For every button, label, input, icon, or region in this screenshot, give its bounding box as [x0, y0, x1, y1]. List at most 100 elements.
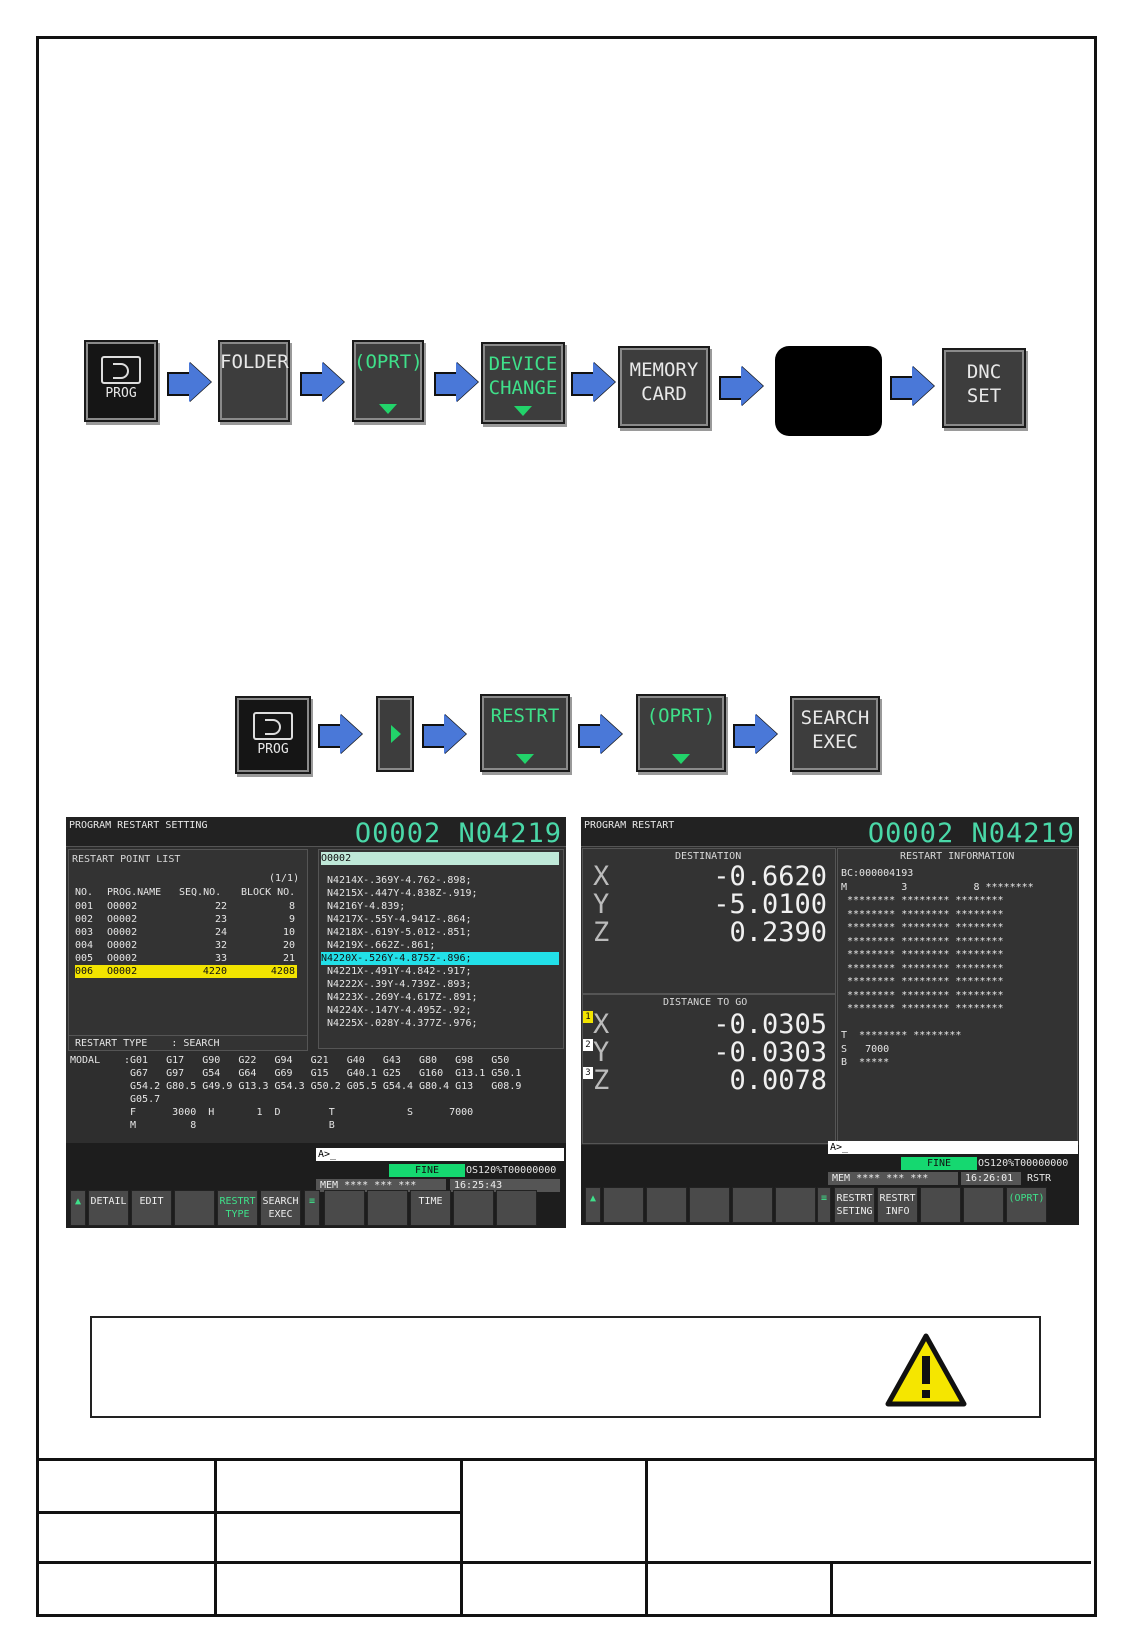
program-line: N4218X-.619Y-5.012-.851; [327, 927, 472, 938]
table-cell[interactable]: 33 [214, 953, 227, 964]
info-line: BC:000004193 [841, 868, 914, 879]
table-cell[interactable]: 9 [288, 914, 295, 925]
info-line: T ******** ******** [841, 1030, 962, 1041]
softkey-continue-icon[interactable]: ≡ [817, 1187, 831, 1223]
command-input[interactable]: A>_ [828, 1141, 1078, 1154]
softkey[interactable]: RESTRT INFO [877, 1187, 918, 1223]
softkey[interactable] [646, 1187, 687, 1223]
info-line: B ***** [841, 1057, 890, 1068]
prog-key[interactable]: PROG [84, 340, 158, 422]
program-line: N4223X-.269Y-4.617Z-.891; [327, 992, 478, 1003]
prog-key[interactable]: PROG [235, 696, 311, 774]
table-cell[interactable]: 23 [214, 914, 227, 925]
table-cell[interactable]: 24 [214, 927, 227, 938]
softkey[interactable] [775, 1187, 816, 1223]
oprt-softkey[interactable]: (OPRT) [352, 340, 424, 422]
table-cell[interactable]: 006 [75, 965, 94, 978]
dnc-set-softkey[interactable]: DNC SET [942, 348, 1026, 428]
softkey[interactable] [453, 1190, 494, 1226]
table-cell[interactable]: 10 [282, 927, 295, 938]
softkey[interactable] [603, 1187, 644, 1223]
table-cell[interactable]: O0002 [107, 940, 138, 951]
table-cell[interactable]: 32 [214, 940, 227, 951]
axis-value: -0.0305 [713, 1009, 827, 1040]
softkey-left-icon[interactable]: ▲ [585, 1187, 601, 1223]
device-change-softkey[interactable]: DEVICE CHANGE [481, 342, 565, 424]
softkey[interactable]: RESTRT TYPE [217, 1190, 258, 1226]
table-cell[interactable]: 005 [75, 953, 94, 964]
table-cell[interactable]: O0002 [107, 901, 138, 912]
screen-header: PROGRAM RESTART O0002 N04219 [581, 817, 1079, 849]
folder-label: FOLDER [220, 351, 289, 373]
softkey[interactable]: SEARCH EXEC [260, 1190, 301, 1226]
col-seq-no: SEQ.NO. [179, 887, 222, 898]
axis-label: X [593, 1009, 610, 1040]
rstr-status: RSTR [1027, 1173, 1052, 1184]
search-exec-softkey[interactable]: SEARCH EXEC [790, 696, 880, 772]
softkey[interactable] [174, 1190, 215, 1226]
program-line: N4222X-.39Y-4.739Z-.893; [327, 979, 472, 990]
clock: 16:25:43 [450, 1179, 560, 1192]
table-cell[interactable]: 001 [75, 901, 94, 912]
col-no: NO. [75, 887, 94, 898]
table-cell[interactable]: 21 [282, 953, 295, 964]
program-line: N4215X-.447Y-4.838Z-.919; [327, 888, 478, 899]
memory-card-softkey[interactable]: MEMORY CARD [618, 346, 710, 428]
softkey[interactable] [367, 1190, 408, 1226]
softkey[interactable]: DETAIL [88, 1190, 129, 1226]
next-page-key[interactable] [376, 696, 414, 772]
softkey[interactable]: (OPRT) [1006, 1187, 1047, 1223]
program-line: N4220X-.526Y-4.875Z-.896; [321, 952, 559, 965]
softkey[interactable] [920, 1187, 961, 1223]
arrow-icon [733, 714, 777, 754]
axis-number-tag: 2 [583, 1039, 593, 1051]
axis-value: -0.6620 [713, 861, 827, 892]
chevron-down-icon [516, 754, 534, 764]
softkey[interactable]: EDIT [131, 1190, 172, 1226]
modal-line: G67 G97 G54 G64 G69 G15 G40.1 G25 G160 G… [124, 1068, 522, 1079]
table-cell[interactable]: 20 [282, 940, 295, 951]
table-cell[interactable]: 22 [214, 901, 227, 912]
chevron-down-icon [379, 404, 397, 414]
table-cell[interactable]: O0002 [107, 953, 138, 964]
command-input[interactable]: A>_ [316, 1148, 564, 1161]
softkey[interactable] [963, 1187, 1004, 1223]
arrow-icon [434, 362, 478, 402]
program-line: N4216Y-4.839; [327, 901, 406, 912]
softkey[interactable] [732, 1187, 773, 1223]
axis-value: -0.0303 [713, 1037, 827, 1068]
screen-title: PROGRAM RESTART SETTING [69, 820, 208, 831]
axis-label: X [593, 861, 610, 892]
table-cell[interactable]: 003 [75, 927, 94, 938]
table-cell[interactable]: O0002 [107, 965, 138, 978]
softkey[interactable]: TIME [410, 1190, 451, 1226]
softkey[interactable] [496, 1190, 537, 1226]
folder-softkey[interactable]: FOLDER [218, 340, 290, 422]
restart-point-list-pane: RESTART POINT LIST (1/1) NO. PROG.NAME S… [68, 849, 308, 1049]
table-cell[interactable]: 4208 [270, 965, 295, 978]
axis-value: 0.2390 [729, 917, 827, 948]
table-cell[interactable]: 002 [75, 914, 94, 925]
table-cell[interactable]: O0002 [107, 927, 138, 938]
override-status: OS120%T00000000 [978, 1158, 1069, 1169]
chevron-down-icon [514, 406, 532, 416]
softkey-left-icon[interactable]: ▲ [70, 1190, 86, 1226]
softkey-continue-icon[interactable]: ≡ [304, 1190, 320, 1226]
fine-indicator: FINE [389, 1164, 465, 1177]
softkey[interactable] [689, 1187, 730, 1223]
restrt-label: RESTRT [490, 705, 560, 727]
device-label-line2: CHANGE [488, 377, 558, 399]
table-cell[interactable]: 4220 [202, 965, 227, 978]
restrt-softkey[interactable]: RESTRT [480, 694, 570, 772]
softkey[interactable] [324, 1190, 365, 1226]
arrow-icon [300, 362, 344, 402]
softkey[interactable]: RESTRT SETING [834, 1187, 875, 1223]
oprt-softkey[interactable]: (OPRT) [636, 694, 726, 772]
table-cell[interactable]: 8 [288, 901, 295, 912]
modal-line: :G01 G17 G90 G22 G94 G21 G40 G43 G80 G98… [124, 1055, 510, 1066]
table-cell[interactable]: 004 [75, 940, 94, 951]
axis-value: -5.0100 [713, 889, 827, 920]
table-cell[interactable]: O0002 [107, 914, 138, 925]
search-label-line1: SEARCH [800, 707, 870, 729]
modal-line: F 3000 H 1 D T S 7000 [124, 1107, 474, 1118]
